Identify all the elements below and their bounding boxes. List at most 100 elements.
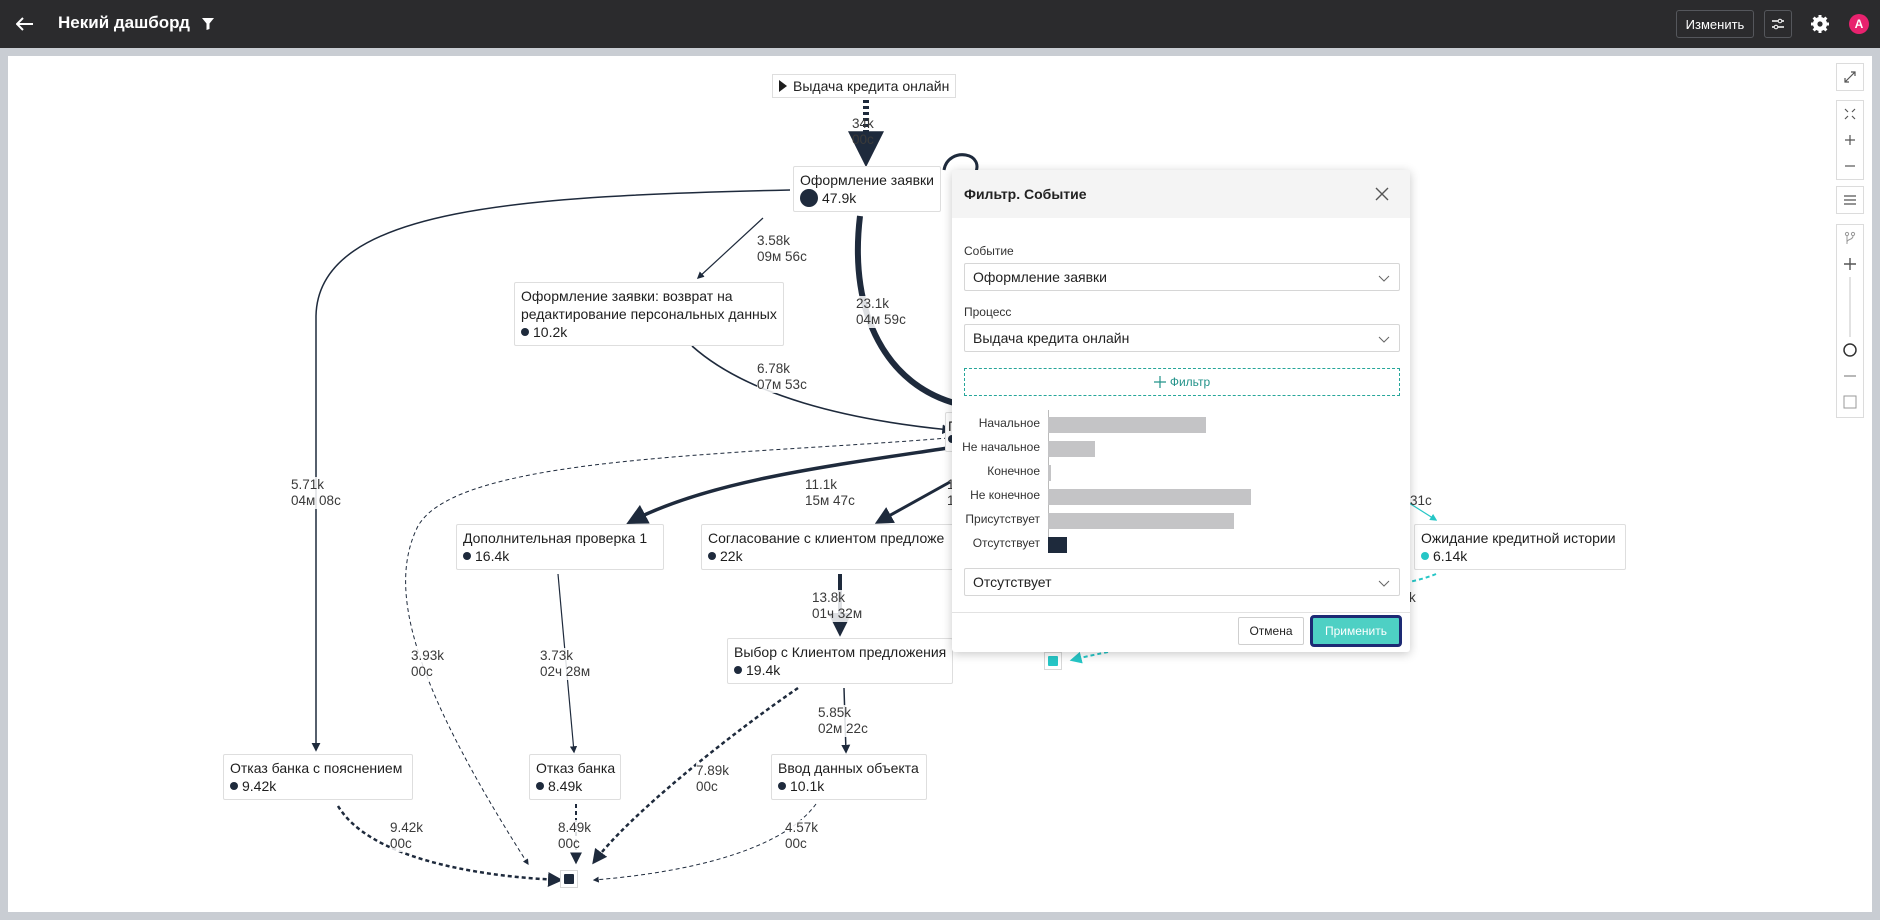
menu-icon[interactable] — [1837, 187, 1863, 213]
chevron-down-icon — [1378, 580, 1390, 587]
cancel-button[interactable]: Отмена — [1238, 617, 1304, 645]
edge-x-4 — [874, 480, 951, 524]
square-icon[interactable] — [1837, 389, 1863, 415]
edge-label: k — [1409, 590, 1416, 605]
node-count: 10.2k — [533, 324, 568, 340]
branch-icon[interactable] — [1837, 225, 1863, 251]
process-select-value: Выдача кредита онлайн — [973, 330, 1130, 346]
condition-select-value: Отсутствует — [973, 574, 1052, 590]
node-label: Г — [948, 417, 958, 435]
node-bank-refusal-explained[interactable]: Отказ банка с пояснением 9.42k — [223, 754, 413, 800]
start-node[interactable]: Выдача кредита онлайн — [772, 74, 957, 98]
process-select[interactable]: Выдача кредита онлайн — [964, 324, 1400, 352]
edge-teal-end — [1069, 651, 1109, 664]
bar-row[interactable]: Не конечное — [952, 486, 1410, 506]
tune-icon[interactable] — [1764, 10, 1792, 38]
add-filter-button[interactable]: Фильтр — [964, 368, 1400, 396]
node-additional-check[interactable]: Дополнительная проверка 1 16.4k — [456, 524, 664, 570]
dashboard-title: Некий дашборд — [58, 13, 190, 32]
detail-minus-icon[interactable] — [1837, 363, 1863, 389]
node-count: 22k — [720, 548, 743, 564]
node-bank-refusal[interactable]: Отказ банка 8.49k — [529, 754, 621, 800]
bar-row[interactable]: Начальное — [952, 414, 1410, 434]
node-credit-history-wait[interactable]: Ожидание кредитной истории 6.14k — [1414, 524, 1626, 570]
bar-fill — [1048, 513, 1234, 529]
bar-row[interactable]: Отсутствует — [952, 534, 1410, 554]
play-icon — [779, 80, 787, 92]
detail-plus-icon[interactable] — [1837, 251, 1863, 277]
detail-slider-handle[interactable] — [1837, 337, 1863, 363]
close-icon[interactable] — [1372, 184, 1392, 204]
toolbar-zoom — [1836, 100, 1864, 180]
node-application-return[interactable]: Оформление заявки: возврат на редактиров… — [514, 282, 784, 346]
top-bar: Некий дашборд Изменить A — [0, 0, 1880, 48]
bar-row[interactable]: Конечное — [952, 462, 1410, 482]
bar-fill — [1048, 489, 1251, 505]
apply-button[interactable]: Применить — [1310, 615, 1402, 647]
bar-fill — [1048, 537, 1068, 553]
start-node-label: Выдача кредита онлайн — [793, 78, 950, 94]
node-count: 10.1k — [790, 778, 825, 794]
avatar[interactable]: A — [1849, 14, 1869, 34]
edit-button[interactable]: Изменить — [1676, 10, 1754, 38]
end-node-teal[interactable] — [1044, 652, 1062, 670]
node-dot — [708, 552, 716, 560]
zoom-out-icon[interactable] — [1837, 153, 1863, 179]
condition-select[interactable]: Отсутствует — [964, 568, 1400, 596]
toolbar-fullscreen — [1836, 63, 1864, 91]
zoom-in-icon[interactable] — [1837, 127, 1863, 153]
node-dot — [536, 782, 544, 790]
filter-icon[interactable] — [198, 13, 218, 35]
node-dot — [800, 189, 818, 207]
edge-1-6 — [311, 189, 791, 752]
process-map-canvas[interactable]: Выдача кредита онлайн Оформление заявки … — [8, 56, 1872, 912]
edge-1-2 — [696, 217, 764, 279]
event-select[interactable]: Оформление заявки — [964, 263, 1400, 291]
event-label: Событие — [964, 244, 1014, 258]
node-label: Ожидание кредитной истории — [1421, 530, 1616, 546]
node-count: 47.9k — [822, 190, 857, 206]
node-offer-selection[interactable]: Выбор с Клиентом предложения 19.4k — [727, 638, 954, 684]
edge-x-3 — [626, 446, 949, 524]
node-label-line2: редактирование персональных данных — [521, 306, 777, 322]
back-arrow-icon[interactable] — [12, 12, 38, 36]
bar-row[interactable]: Не начальное — [952, 438, 1410, 458]
expand-icon[interactable] — [1837, 64, 1863, 90]
gear-icon[interactable] — [1808, 12, 1832, 36]
plus-icon — [1153, 376, 1166, 388]
edge-x-end — [405, 437, 949, 866]
end-node[interactable] — [560, 870, 578, 888]
node-object-data-entry[interactable]: Ввод данных объекта 10.1k — [771, 754, 927, 800]
node-count: 16.4k — [475, 548, 510, 564]
bar-fill — [1048, 441, 1096, 457]
bar-label: Не начальное — [962, 440, 1040, 454]
bar-label: Присутствует — [965, 512, 1040, 526]
bar-fill — [1048, 465, 1051, 481]
event-select-value: Оформление заявки — [973, 269, 1107, 285]
bar-row[interactable]: Присутствует — [952, 510, 1410, 530]
node-dot — [463, 552, 471, 560]
process-label: Процесс — [964, 305, 1012, 319]
node-dot — [521, 328, 529, 336]
edge-8-end — [592, 803, 817, 883]
detail-slider-track[interactable] — [1849, 277, 1851, 337]
edge-self-loop — [942, 153, 979, 177]
bar-label: Отсутствует — [972, 536, 1040, 550]
node-client-agreement[interactable]: Согласование с клиентом предложе 22k — [701, 524, 961, 570]
node-application[interactable]: Оформление заявки 47.9k — [793, 166, 941, 212]
fit-icon[interactable] — [1837, 101, 1863, 127]
edge-label: 31с — [1410, 493, 1432, 508]
toolbar-menu — [1836, 186, 1864, 214]
node-dot — [230, 782, 238, 790]
node-label: Отказ банка — [536, 760, 616, 776]
